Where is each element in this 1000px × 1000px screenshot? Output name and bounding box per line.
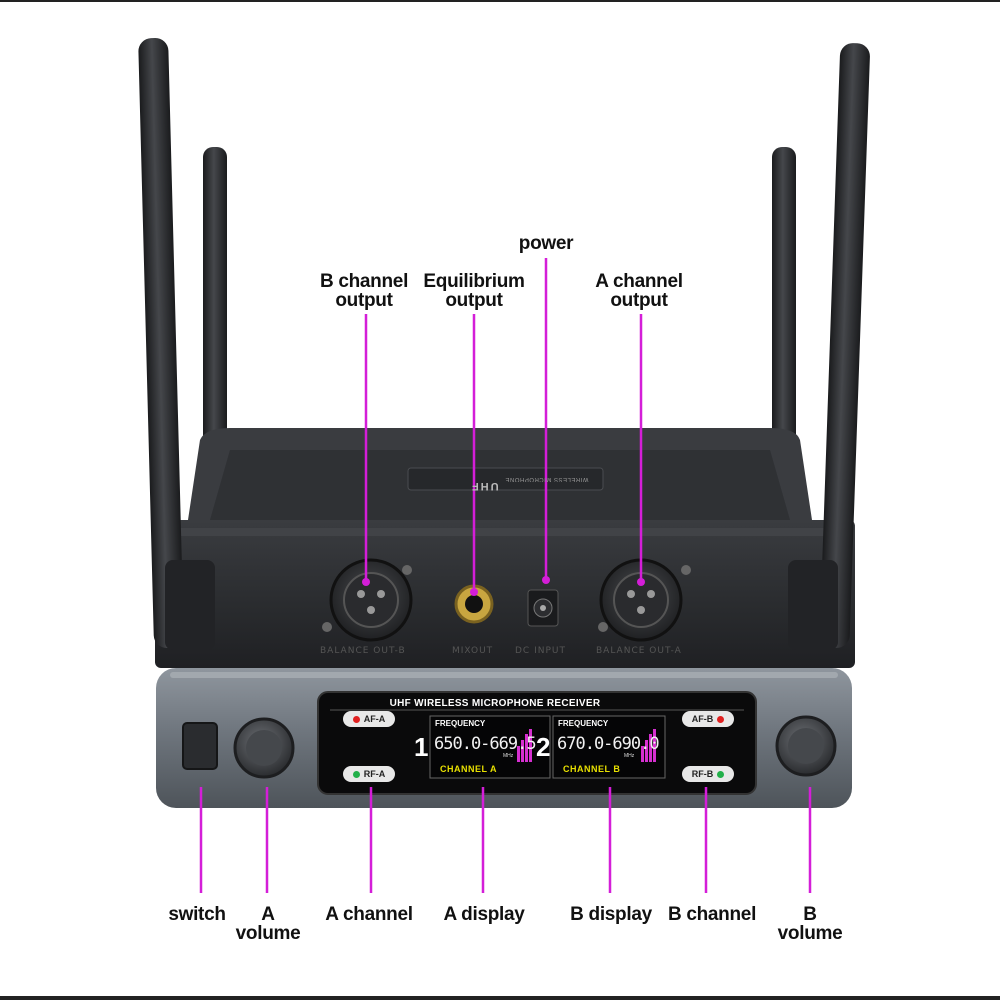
top-border — [0, 0, 1000, 2]
rf-b-label: RF-B — [691, 769, 714, 779]
label-b-channel-output: B channel output — [319, 271, 409, 311]
level-meter-a — [517, 729, 532, 762]
label-a-volume: A volume — [235, 904, 301, 944]
balance-out-b-engraving: BALANCE OUT-B — [320, 646, 406, 656]
label-power: power — [518, 233, 574, 254]
rear-panel — [155, 520, 855, 668]
label-a-channel: A channel — [325, 904, 413, 925]
label-switch: switch — [168, 904, 226, 925]
lcd-a-frequency-label: FREQUENCY — [435, 719, 486, 728]
lcd-a-unit: MHz — [503, 753, 514, 759]
rf-a-led-icon — [352, 770, 360, 778]
label-a-display: A display — [443, 904, 525, 925]
label-a-channel-output: A channel output — [595, 271, 683, 311]
lcd-channel-2-number: 2 — [536, 732, 551, 762]
af-a-label: AF-A — [363, 714, 386, 724]
label-b-channel: B channel — [667, 904, 757, 925]
bottom-border — [0, 996, 1000, 1000]
antenna-outer-left — [138, 38, 184, 648]
label-b-volume: B volume — [777, 904, 843, 944]
label-equilibrium-output: Equilibrium output — [423, 271, 525, 311]
lcd-channel-1-number: 1 — [414, 732, 429, 762]
mixout-engraving: MIXOUT — [452, 646, 494, 656]
antenna-inner-left — [203, 147, 227, 447]
balance-out-a-engraving: BALANCE OUT-A — [596, 646, 682, 656]
af-a-led-icon — [352, 715, 360, 723]
power-switch — [182, 722, 218, 770]
lcd-b-frequency-label: FREQUENCY — [558, 719, 609, 728]
rf-a-indicator: RF-A — [343, 766, 395, 782]
dc-input-engraving: DC INPUT — [515, 646, 566, 656]
af-b-indicator: AF-B — [682, 711, 734, 727]
uhf-top-label: UHF — [470, 480, 499, 492]
lcd-a-frequency: 650.0-669.5 — [434, 734, 537, 754]
rf-a-label: RF-A — [363, 769, 386, 779]
lcd-b-unit: MHz — [624, 753, 635, 759]
uhf-top-badge — [407, 467, 604, 491]
antenna-outer-right — [819, 43, 870, 648]
lcd-b-channel-name: CHANNEL B — [563, 764, 621, 774]
level-meter-b — [641, 729, 656, 762]
rf-b-led-icon — [717, 770, 725, 778]
label-b-display: B display — [570, 904, 652, 925]
lcd-a-channel-name: CHANNEL A — [440, 764, 498, 774]
leader-lines — [199, 258, 812, 893]
rf-b-indicator: RF-B — [682, 766, 734, 782]
af-b-label: AF-B — [691, 714, 714, 724]
af-a-indicator: AF-A — [343, 711, 395, 727]
receiver-title: UHF WIRELESS MICROPHONE RECEIVER — [389, 698, 601, 709]
antenna-inner-right — [772, 147, 796, 447]
uhf-top-sublabel: WIRELESS MICROPHONE — [505, 476, 589, 482]
af-b-led-icon — [717, 715, 725, 723]
lcd-b-frequency: 670.0-690.0 — [557, 734, 660, 754]
